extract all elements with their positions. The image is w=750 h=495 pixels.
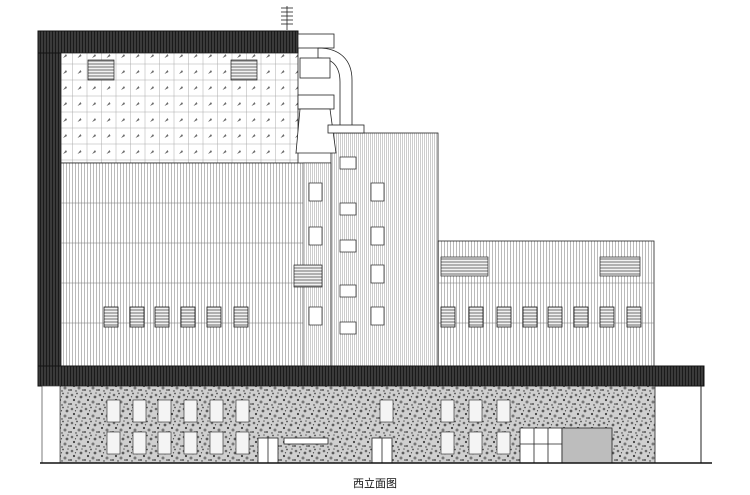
window [129,306,145,328]
base-window [235,431,250,455]
entrance-canopy [283,437,329,445]
tower-window [308,306,323,326]
upper-louver-right [230,59,258,81]
base-window [209,399,224,423]
tower-vent [339,239,357,253]
base-window [106,399,121,423]
canopy-band [37,365,705,387]
base-doors [257,437,393,464]
tower-louver [293,264,323,288]
window [522,306,538,328]
storefront [519,427,613,464]
exhaust-duct [295,33,365,154]
window [626,306,642,328]
window [154,306,170,328]
base-window [440,431,455,455]
main-cladding [60,162,332,367]
left-window-row [103,306,249,328]
top-dark-band [37,30,299,54]
upper-louver-left [87,59,115,81]
tower-window [308,182,323,202]
roof-antenna [281,6,293,30]
base-windows [106,399,511,455]
window [496,306,512,328]
base-window [183,431,198,455]
base-window [496,399,511,423]
base-window [183,399,198,423]
drawing-caption: 西立面图 [353,477,397,490]
tower-window [308,226,323,246]
right-window-row [440,306,642,328]
tower-window [370,226,385,246]
window [599,306,615,328]
tower-window [370,264,385,284]
window [573,306,589,328]
tower-vent [339,202,357,216]
base-window [496,431,511,455]
window [440,306,456,328]
window [547,306,563,328]
tower-window [370,182,385,202]
base-window [132,431,147,455]
base-window [132,399,147,423]
base-window [157,399,172,423]
window [468,306,484,328]
tower-vent [339,284,357,298]
tower-window [370,306,385,326]
left-dark-column [37,30,62,387]
right-wing-louver-left [440,256,489,277]
tower-vent [339,321,357,335]
base-window [157,431,172,455]
base-window [235,399,250,423]
base-window [468,399,483,423]
tower-windows [293,156,385,335]
window [180,306,196,328]
base-window [106,431,121,455]
right-wing-louver-right [599,256,641,277]
base-window [209,431,224,455]
window [103,306,119,328]
garage-door [561,427,613,464]
tower-vent [339,156,357,170]
base-window [440,399,455,423]
window [233,306,249,328]
window [206,306,222,328]
base-window [379,399,394,423]
base-left-edge [41,385,61,464]
base-window [468,431,483,455]
